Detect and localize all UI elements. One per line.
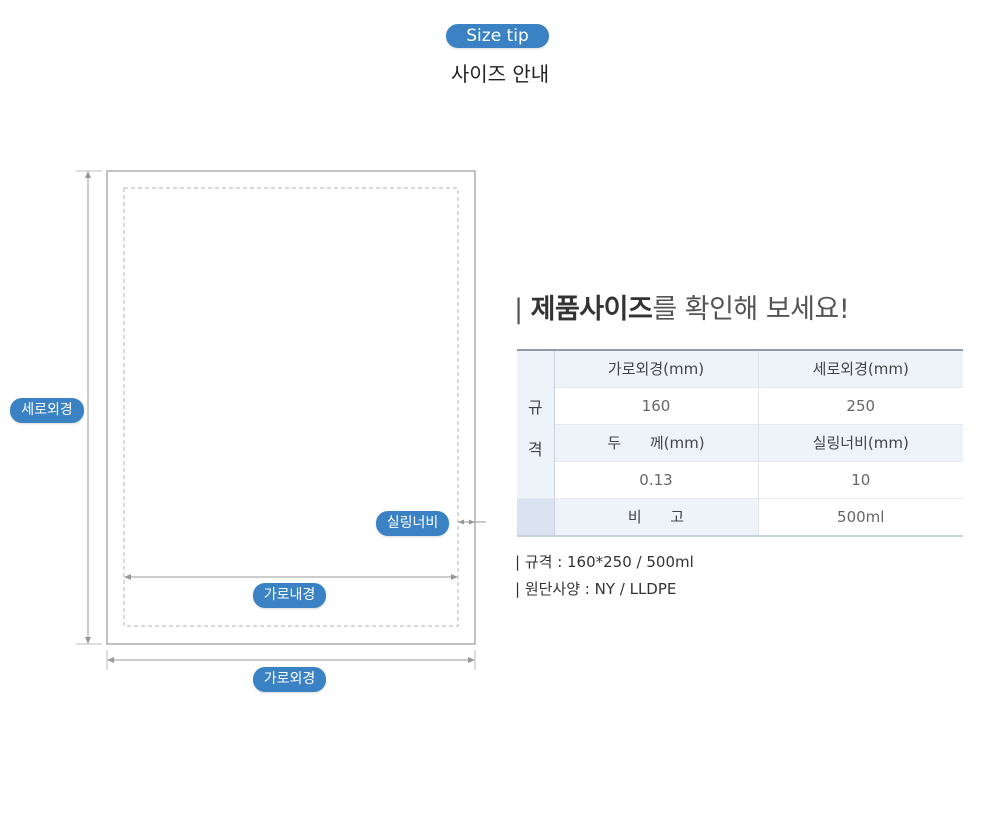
- cell-thickness-header: 두 께(mm): [554, 424, 759, 462]
- remark-side-cell: [517, 497, 555, 537]
- width-outer-label: 가로외경: [253, 667, 326, 692]
- cell-height-outer-header: 세로외경(mm): [758, 349, 963, 388]
- width-outer-dimension-line: [106, 650, 476, 670]
- spec-table: 규 격 가로외경(mm) 세로외경(mm) 160 250 두 께(mm) 실링…: [517, 349, 963, 537]
- cell-width-outer-header: 가로외경(mm): [554, 349, 759, 388]
- cell-remark-label: 비 고: [554, 497, 759, 537]
- cell-height-outer-value: 250: [758, 387, 963, 425]
- heading-bold: 제품사이즈: [530, 294, 653, 325]
- side-label-2: 격: [527, 440, 543, 460]
- spec-heading: |제품사이즈를 확인해 보세요!: [514, 287, 850, 326]
- table-row: 두 께(mm) 실링너비(mm): [517, 424, 963, 462]
- spec-note-material: | 원단사양 : NY / LLDPE: [515, 580, 677, 598]
- spec-side-label: 규 격: [517, 349, 555, 499]
- size-tip-badge: Size tip: [446, 24, 549, 48]
- width-inner-label: 가로내경: [253, 583, 326, 608]
- cell-seal-width-header: 실링너비(mm): [758, 424, 963, 462]
- heading-bar: |: [514, 294, 523, 325]
- height-outer-dimension-line: [76, 170, 102, 645]
- seal-width-label: 실링너비: [376, 511, 449, 536]
- cell-seal-width-value: 10: [758, 461, 963, 499]
- heading-rest: 를 확인해 보세요!: [652, 294, 850, 325]
- seal-width-arrows: [458, 519, 486, 525]
- bag-inner-outline: [123, 187, 459, 627]
- page-title: 사이즈 안내: [450, 62, 550, 86]
- table-row: 0.13 10: [517, 461, 963, 499]
- table-row: 160 250: [517, 387, 963, 425]
- height-outer-label: 세로외경: [10, 398, 84, 423]
- table-row: 비 고 500ml: [517, 497, 963, 537]
- table-row: 규 격 가로외경(mm) 세로외경(mm): [517, 349, 963, 499]
- side-label-1: 규: [527, 398, 543, 418]
- cell-width-outer-value: 160: [554, 387, 759, 425]
- cell-remark-value: 500ml: [758, 497, 963, 537]
- bag-outer-outline: [106, 170, 476, 645]
- width-inner-dimension-line: [124, 574, 458, 580]
- cell-thickness-value: 0.13: [554, 461, 759, 499]
- spec-note-size: | 규격 : 160*250 / 500ml: [515, 553, 694, 571]
